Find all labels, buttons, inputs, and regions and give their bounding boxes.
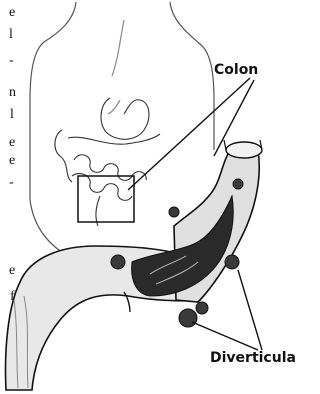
text-fragment: e: [9, 135, 15, 150]
small-intestine-coils: [72, 155, 146, 201]
text-fragment: e: [9, 5, 15, 20]
colon-label: Colon: [214, 62, 258, 78]
diverticula-leader-line: [238, 270, 262, 350]
diverticula-leader-line: [192, 322, 258, 350]
stomach: [101, 98, 149, 139]
text-fragment: -: [9, 53, 14, 68]
text-fragment: n: [9, 85, 16, 100]
diverticulum: [169, 207, 179, 217]
text-fragment: l: [9, 27, 13, 42]
diverticulum: [225, 255, 239, 269]
text-fragment: e: [9, 263, 15, 278]
text-fragment: -: [9, 175, 14, 190]
zoom-box: [78, 176, 134, 222]
text-fragment: l: [10, 107, 14, 122]
diverticulum: [196, 302, 208, 314]
text-fragment: e: [9, 153, 15, 168]
diverticulum: [233, 179, 243, 189]
cropped-text-column: e l - n l e e - e f n: [9, 5, 16, 330]
digestive-organs: [55, 98, 160, 226]
diverticula-label: Diverticula: [210, 350, 296, 366]
diverticulum: [179, 309, 197, 327]
diverticulum: [111, 255, 125, 269]
